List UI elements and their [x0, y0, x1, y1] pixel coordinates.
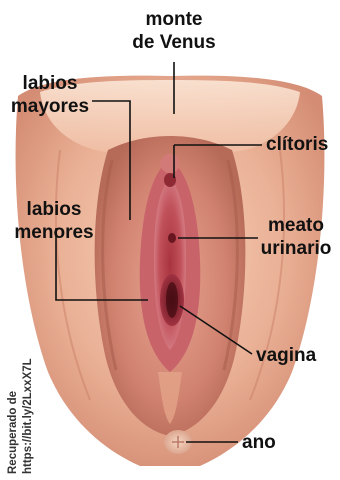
label-labios-menores-line2: menores	[4, 221, 104, 244]
label-labios-mayores-line2: mayores	[2, 95, 98, 118]
label-ano-text: ano	[242, 431, 276, 454]
urethral-meatus-shape	[168, 233, 176, 243]
credit-line1: Recuperado de	[6, 314, 21, 474]
label-vagina: vagina	[256, 344, 316, 367]
label-labios-menores: labios menores	[4, 198, 104, 244]
label-labios-mayores-line1: labios	[2, 72, 98, 95]
label-meato-line1: meato	[254, 214, 338, 237]
label-meato-line2: urinario	[254, 237, 338, 260]
label-labios-mayores: labios mayores	[2, 72, 98, 118]
label-clitoris: clítoris	[266, 133, 328, 156]
label-ano: ano	[242, 431, 276, 454]
credit-line2: https://bit.ly/2LxxX7L	[21, 314, 36, 474]
label-labios-menores-line1: labios	[4, 198, 104, 221]
label-clitoris-text: clítoris	[266, 133, 328, 156]
vaginal-inner-shade	[166, 282, 178, 318]
label-meato-urinario: meato urinario	[254, 214, 338, 260]
label-monte-de-venus: monte de Venus	[124, 8, 224, 54]
source-credit: Recuperado de https://bit.ly/2LxxX7L	[6, 314, 40, 474]
label-monte-line1: monte	[124, 8, 224, 31]
label-monte-line2: de Venus	[124, 31, 224, 54]
label-vagina-text: vagina	[256, 344, 316, 367]
